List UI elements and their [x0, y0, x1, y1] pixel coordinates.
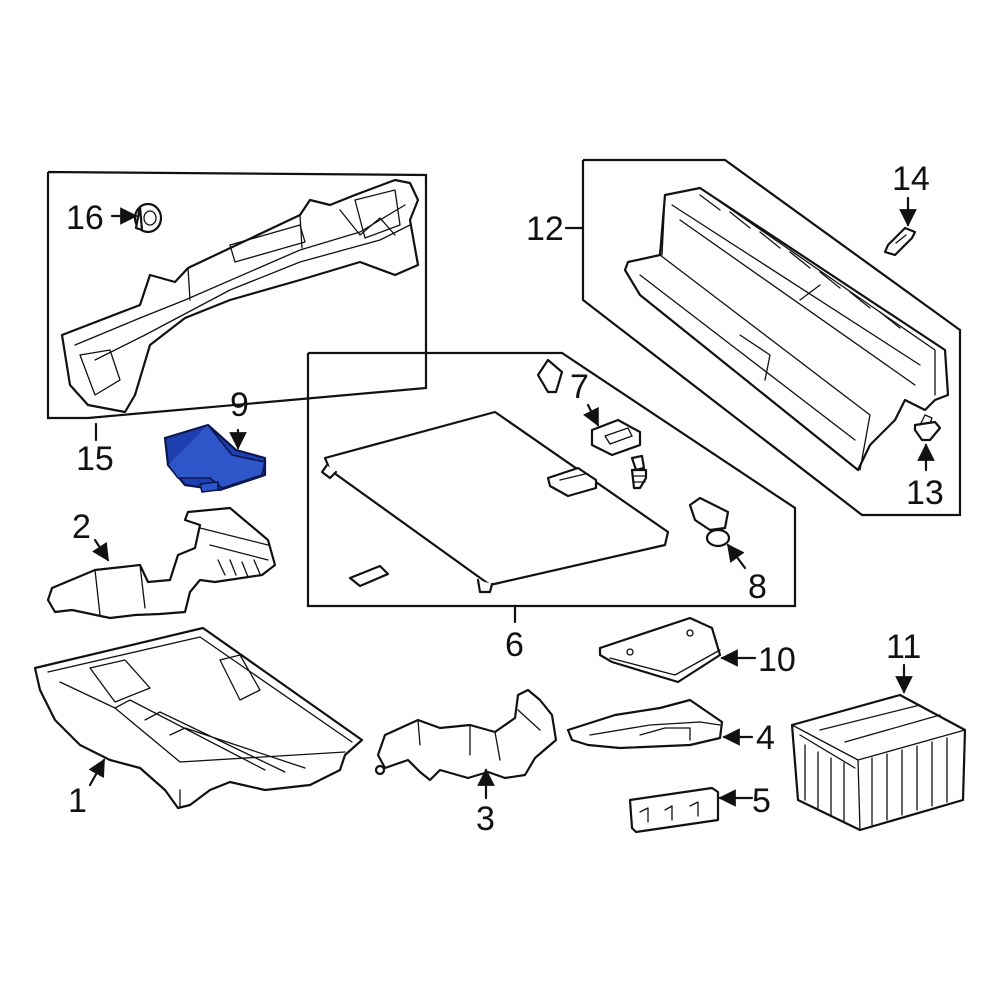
part-11-basket[interactable]: [790, 693, 967, 832]
part-1-tray[interactable]: [33, 626, 364, 810]
callout-2: 2: [72, 508, 91, 546]
callout-10: 10: [758, 641, 796, 679]
callout-15: 15: [76, 440, 114, 478]
part-5-bracket[interactable]: [628, 786, 720, 834]
callout-4: 4: [756, 719, 775, 757]
part-15-panel[interactable]: [60, 178, 420, 414]
callout-6: 6: [505, 626, 524, 664]
part-3-bracket[interactable]: [374, 688, 558, 782]
callout-8: 8: [748, 568, 767, 606]
part-10-panel[interactable]: [598, 616, 722, 684]
callout-13: 13: [906, 474, 944, 512]
group-box-15: [46, 170, 428, 420]
leader-lines: [88, 196, 935, 807]
group-box-12: [581, 158, 962, 517]
part-14-clip[interactable]: [883, 226, 917, 257]
callout-5: 5: [752, 782, 771, 820]
part-13-push-clip[interactable]: [913, 414, 942, 442]
part-4-tray-insert[interactable]: [566, 698, 724, 750]
part-6-floor-board[interactable]: [320, 410, 670, 594]
callout-labels: 16 15 9 2 1 3 4 5 6 7 8 10 11 12 13 14: [66, 160, 944, 838]
group-box-6: [306, 351, 797, 608]
part-6-clip[interactable]: [348, 564, 390, 588]
callout-1: 1: [68, 782, 87, 820]
callout-11: 11: [886, 628, 921, 666]
part-7-handle[interactable]: [536, 358, 648, 490]
callout-12: 12: [526, 210, 564, 248]
part-9-cover-highlighted[interactable]: [163, 423, 267, 493]
callout-3: 3: [476, 800, 495, 838]
part-8-hook[interactable]: [688, 496, 731, 548]
part-16-clip[interactable]: [133, 202, 163, 234]
part-2-bracket[interactable]: [46, 506, 277, 620]
callout-16: 16: [66, 199, 104, 237]
part-12-trim-panel[interactable]: [623, 186, 950, 472]
callout-7: 7: [570, 368, 589, 406]
callout-9: 9: [230, 386, 249, 424]
callout-14: 14: [892, 160, 930, 198]
